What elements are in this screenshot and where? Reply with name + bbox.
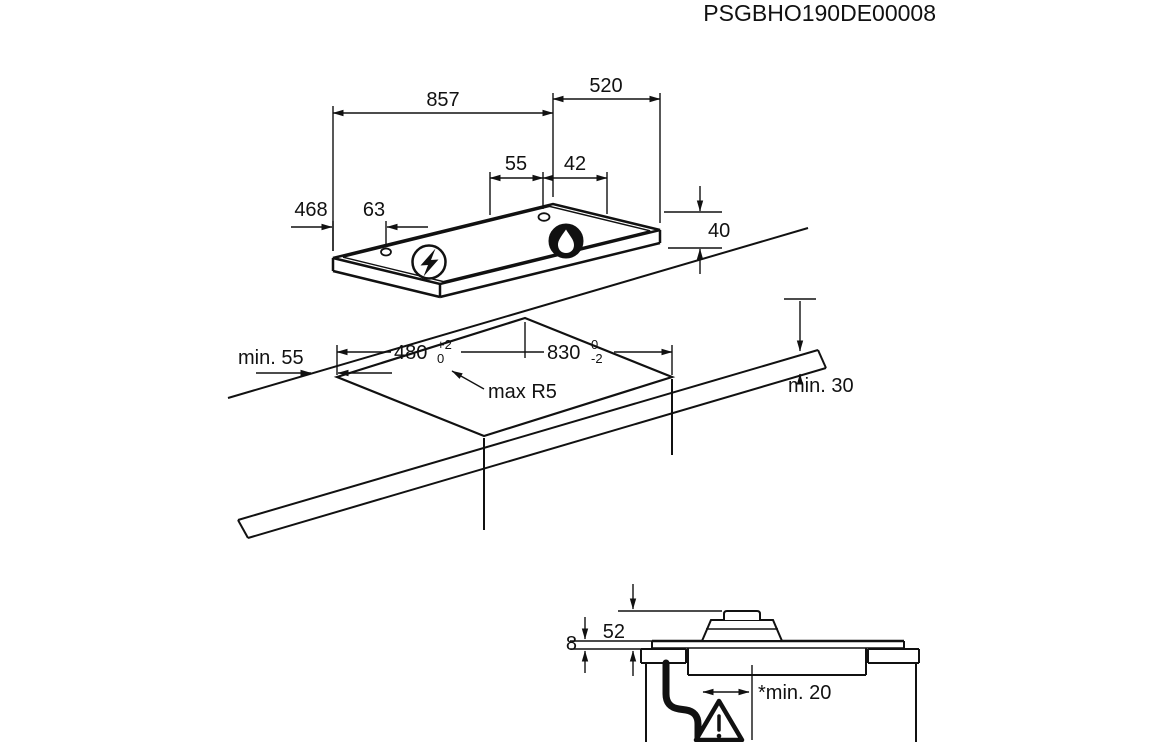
dim-480-tol-upper: +2 xyxy=(437,337,452,352)
burner-profile xyxy=(700,619,784,642)
gas-pipe xyxy=(662,659,702,742)
dim-min30-label: min. 30 xyxy=(788,375,854,397)
hob-isometric-view: 857 520 55 42 468 63 40 xyxy=(291,75,730,299)
dim-42-label: 42 xyxy=(564,153,586,175)
burner-marker xyxy=(537,212,551,222)
dim-55-label: 55 xyxy=(505,153,527,175)
dim-min55-label: min. 55 xyxy=(238,347,304,369)
dim-min20-label: *min. 20 xyxy=(758,682,831,704)
dim-830-tol-lower: -2 xyxy=(591,351,603,366)
dim-40-label: 40 xyxy=(708,220,730,242)
dim-830-tol-upper: 0 xyxy=(591,337,598,352)
warning-triangle-icon xyxy=(693,698,745,742)
dim-52-label: 52 xyxy=(603,621,625,643)
connection-marker xyxy=(380,247,392,257)
product-code: PSGBHO190DE00008 xyxy=(703,0,936,26)
dim-63-label: 63 xyxy=(363,199,385,221)
dim-520-label: 520 xyxy=(589,75,622,97)
dim-857-label: 857 xyxy=(426,89,459,111)
section-view: 52 8 *min. 20 xyxy=(566,584,920,742)
dim-468-label: 468 xyxy=(294,199,327,221)
cutout-view: 480 +2 0 830 0 -2 min. 55 max R5 min. 30 xyxy=(227,227,854,539)
dim-480-tol-lower: 0 xyxy=(437,351,444,366)
flame-icon xyxy=(548,223,584,259)
dim-830-label: 830 xyxy=(547,342,580,364)
lightning-icon xyxy=(411,244,447,280)
cutout-outline xyxy=(333,316,676,438)
corner-radius-label: max R5 xyxy=(488,381,557,403)
dim-8-label: 8 xyxy=(566,633,577,655)
dim-480-label: 480 xyxy=(394,342,427,364)
